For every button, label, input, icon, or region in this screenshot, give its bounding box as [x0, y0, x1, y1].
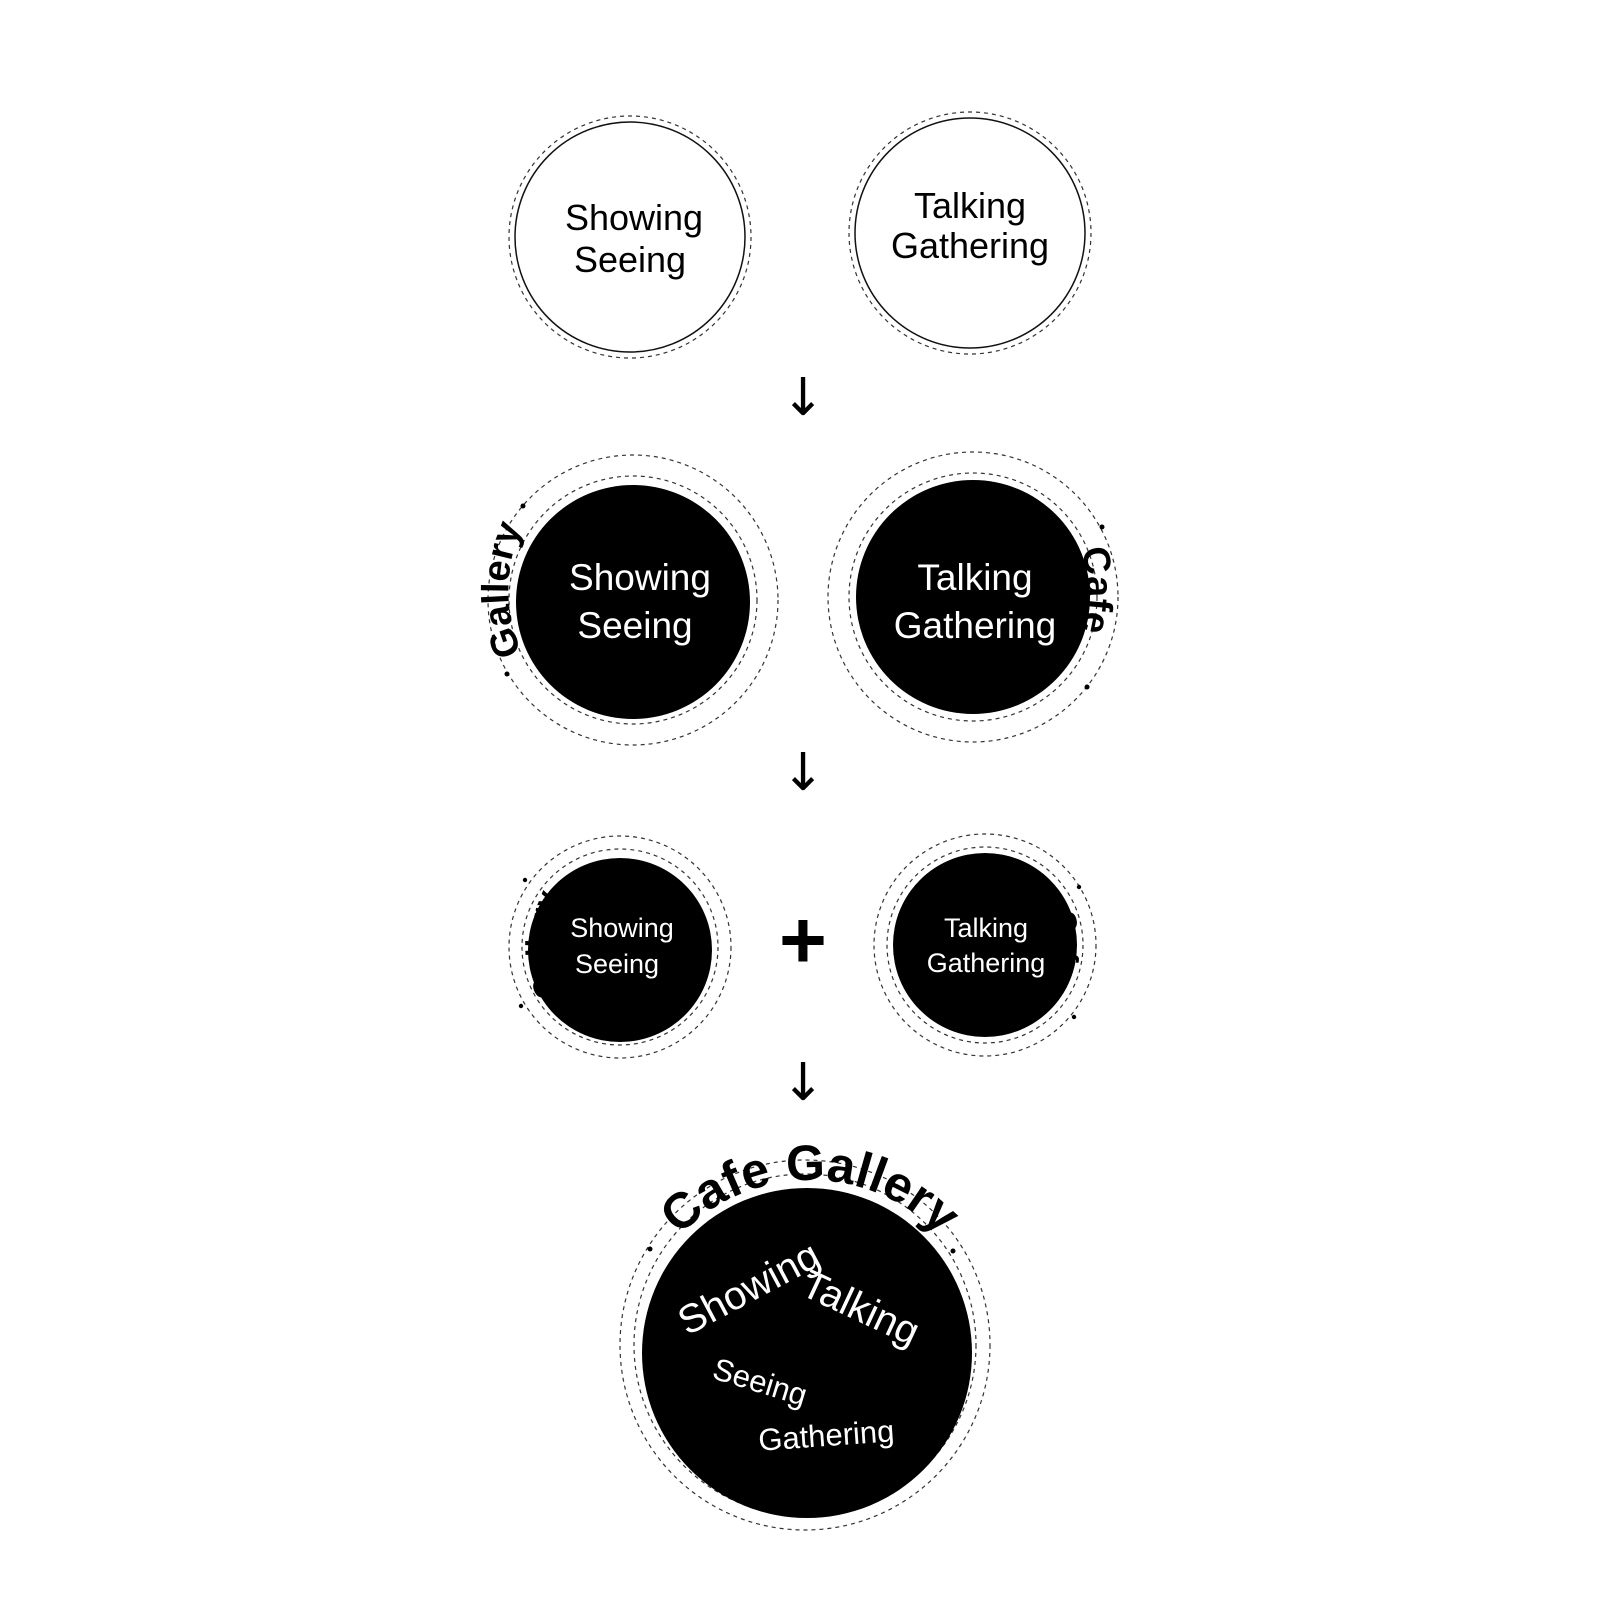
talking-gathering-circle-outline: Talking Gathering — [848, 111, 1092, 355]
label-talking: Talking — [944, 913, 1028, 943]
outline-circle — [854, 117, 1086, 349]
arc-label-cafe: Cafe — [1047, 908, 1084, 983]
dashed-ring — [873, 833, 1097, 1057]
label-gathering: Gathering — [894, 605, 1057, 646]
dashed-ring — [508, 835, 732, 1059]
arc-end-dot — [1084, 684, 1090, 690]
showing-seeing-circle-outline: Showing Seeing — [508, 115, 752, 359]
label-seeing: Seeing — [577, 605, 692, 646]
arc-end-dot — [950, 1248, 956, 1254]
black-disc — [856, 480, 1090, 714]
arc-label-cafe: Cafe — [1073, 543, 1120, 637]
dashed-ring — [827, 451, 1119, 743]
arc-end-dot — [647, 1246, 653, 1252]
black-disc — [642, 1188, 972, 1518]
label-seeing: Seeing — [575, 949, 659, 979]
inner-dashed-ring — [886, 846, 1084, 1044]
label-talking: Talking — [917, 557, 1032, 598]
dashed-ring — [487, 454, 779, 746]
label-seeing: Seeing — [574, 239, 686, 280]
plus-sign: + — [779, 895, 827, 986]
dashed-ring — [619, 1159, 991, 1531]
stage-3: Showing Seeing Gallery + Talking Gatheri… — [508, 833, 1097, 1059]
label-talking: Talking — [914, 185, 1026, 226]
dashed-ring — [508, 115, 752, 359]
black-disc — [516, 485, 750, 719]
label-gathering: Gathering — [891, 225, 1049, 266]
down-arrow-icon: ↓ — [781, 1053, 825, 1113]
stage-2: Showing Seeing Gallery Talking Gathering… — [475, 451, 1120, 746]
arc-end-dot — [1071, 1014, 1077, 1020]
inner-dashed-ring — [521, 848, 719, 1046]
outline-circle — [514, 121, 746, 353]
arc-end-dot — [1099, 524, 1105, 530]
down-arrow-icon: ↓ — [781, 368, 825, 428]
label-showing: Showing — [565, 197, 703, 238]
arc-end-dot — [1076, 884, 1082, 890]
dashed-ring — [848, 111, 1092, 355]
arc-end-dot — [518, 1003, 524, 1009]
arc-end-dot — [504, 671, 510, 677]
label-showing: Showing — [569, 557, 711, 598]
black-disc — [528, 858, 712, 1042]
label-gathering: Gathering — [927, 948, 1046, 978]
inner-dashed-ring — [633, 1173, 977, 1517]
stage-4-cafe-gallery: Cafe Gallery Showing Talking Seeing Gath… — [619, 1135, 991, 1531]
black-disc — [893, 853, 1077, 1037]
down-arrow-icon: ↓ — [781, 743, 825, 803]
inner-dashed-ring — [508, 475, 758, 725]
arc-end-dot — [520, 503, 526, 509]
gallery-circle-small: Showing Seeing Gallery — [508, 835, 732, 1059]
label-showing: Showing — [570, 913, 674, 943]
arc-end-dot — [522, 877, 528, 883]
cafe-circle-small: Talking Gathering Cafe — [873, 833, 1097, 1057]
inner-dashed-ring — [848, 472, 1098, 722]
gallery-circle: Showing Seeing Gallery — [475, 454, 779, 746]
cafe-circle: Talking Gathering Cafe — [827, 451, 1120, 743]
stage-1: Showing Seeing Talking Gathering — [508, 111, 1092, 359]
